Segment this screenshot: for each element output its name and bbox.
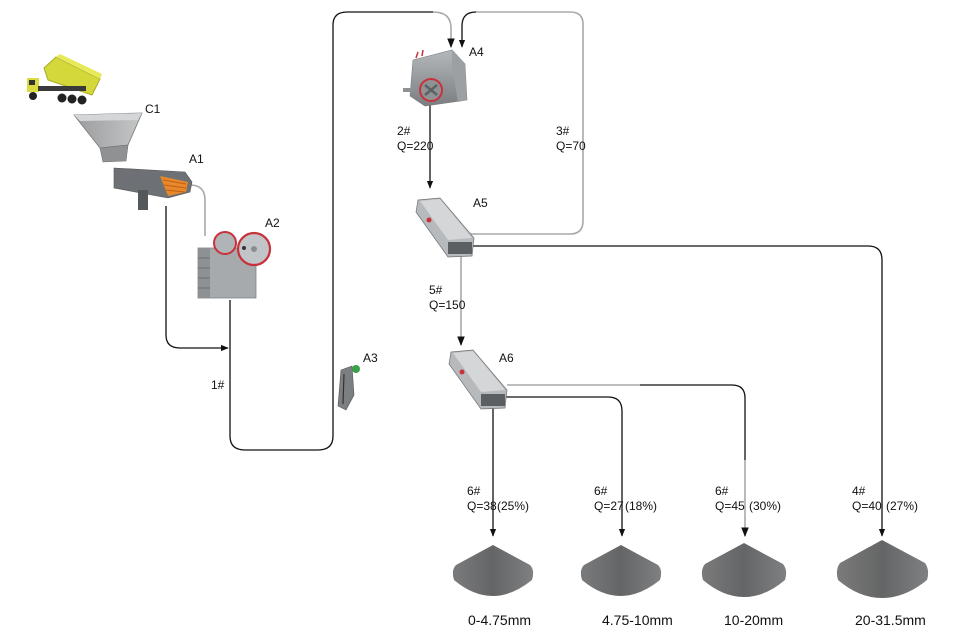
flow-stream-1-end xyxy=(432,11,455,48)
product-size-label: 10-20mm xyxy=(724,612,783,628)
stream-5-number: 5# xyxy=(429,283,443,297)
label-a6: A6 xyxy=(499,351,514,365)
product-stream-number: 4# xyxy=(852,484,866,498)
flow-stream-1 xyxy=(229,11,433,451)
product-10-20: 6# Q=45 (30%) 10-20mm xyxy=(701,484,787,628)
label-a3: A3 xyxy=(363,351,378,365)
product-size-label: 4.75-10mm xyxy=(602,612,673,628)
flow-a6-to-p3 xyxy=(640,384,746,460)
product-flow: Q=38 xyxy=(467,499,497,513)
stockpile-icon xyxy=(580,545,662,596)
product-flow: Q=40 xyxy=(852,499,882,513)
dump-truck-icon xyxy=(27,54,102,105)
product-20-31.5: 4# Q=40 (27%) 20-31.5mm xyxy=(836,484,929,628)
stockpile-icon xyxy=(836,540,929,598)
product-percent: (18%) xyxy=(625,499,657,513)
label-a1: A1 xyxy=(189,152,204,166)
vibrating-screen-a6-icon xyxy=(448,349,508,410)
flow-stream-3-end xyxy=(458,11,477,48)
stream-3-flow: Q=70 xyxy=(556,139,586,153)
product-size-label: 0-4.75mm xyxy=(468,612,531,628)
stream-3-number: 3# xyxy=(556,124,570,138)
vibrating-screen-a5-icon xyxy=(415,197,475,258)
flow-a1-to-a2 xyxy=(189,184,206,236)
label-a5: A5 xyxy=(473,196,488,210)
stream-2-flow: Q=220 xyxy=(397,139,434,153)
stream-1-number: 1# xyxy=(211,378,225,392)
label-a2: A2 xyxy=(265,216,280,230)
product-flow: Q=27 xyxy=(594,499,624,513)
stream-5-flow: Q=150 xyxy=(429,298,466,312)
label-a4: A4 xyxy=(469,45,484,59)
product-stream-number: 6# xyxy=(594,484,608,498)
hopper-c1-icon xyxy=(73,112,143,163)
product-stream-number: 6# xyxy=(467,484,481,498)
stockpile-icon xyxy=(701,543,787,597)
vibrating-feeder-a1-icon xyxy=(113,167,193,210)
product-stream-number: 6# xyxy=(715,484,729,498)
product-4.75-10: 6# Q=27 (18%) 4.75-10mm xyxy=(580,484,673,628)
flow-stream-4 xyxy=(470,245,886,537)
product-0-4.75: 6# Q=38 (25%) 0-4.75mm xyxy=(452,484,534,628)
impact-crusher-a4-icon xyxy=(403,49,468,107)
product-percent: (25%) xyxy=(497,499,529,513)
label-c1: C1 xyxy=(145,102,161,116)
stream-2-number: 2# xyxy=(397,124,411,138)
product-percent: (30%) xyxy=(749,499,781,513)
product-size-label: 20-31.5mm xyxy=(855,612,926,628)
flow-stream-3 xyxy=(468,11,584,235)
flow-a6-to-p2 xyxy=(495,396,626,537)
belt-conveyor-a3-icon xyxy=(337,365,360,411)
product-flow: Q=45 xyxy=(715,499,745,513)
jaw-crusher-a2-icon xyxy=(197,231,272,299)
product-percent: (27%) xyxy=(886,499,918,513)
flow-a1-bypass xyxy=(165,206,229,352)
stockpile-icon xyxy=(452,545,534,596)
